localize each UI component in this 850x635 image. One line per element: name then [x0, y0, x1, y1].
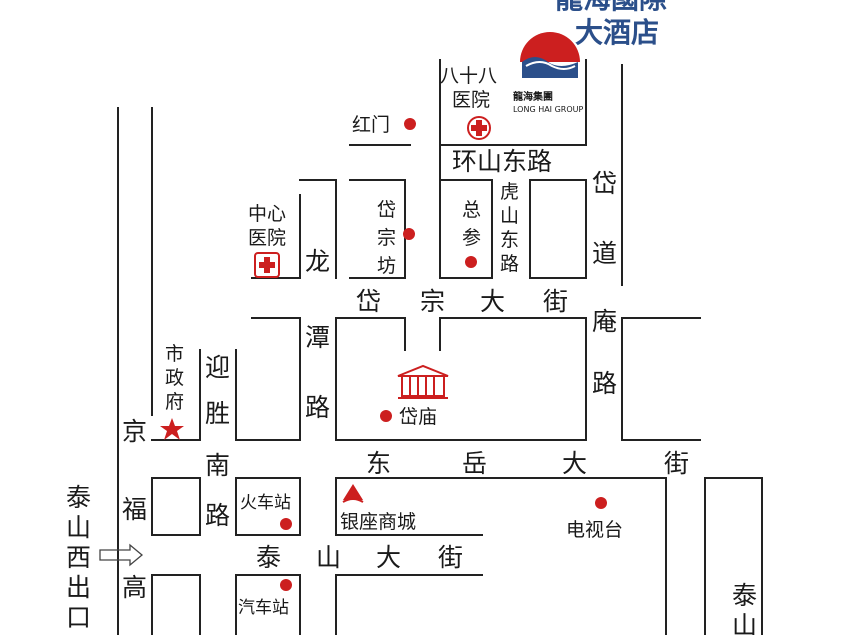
- street-char: 迎: [205, 353, 230, 382]
- street-char: 岳: [462, 449, 487, 478]
- poi-label: 电视台: [566, 519, 623, 541]
- street-dongyue-street: 东 岳 大 街: [366, 449, 689, 478]
- street-char: 山: [732, 611, 757, 635]
- street-char: 泰: [732, 581, 757, 610]
- street-char: 出: [66, 573, 91, 602]
- hospital-cross-icon: [467, 116, 491, 140]
- street-daizong-street: 岱 宗 大 街: [356, 287, 568, 316]
- street-char: 东: [500, 229, 519, 251]
- street-char: 宗: [420, 287, 445, 316]
- location-dot-icon: [380, 410, 392, 422]
- street-char: 泰: [256, 543, 281, 572]
- poi-center-hospital[interactable]: 中心 医院: [248, 203, 286, 278]
- sun-wave-logo-icon: [520, 32, 580, 78]
- poi-label: 医院: [248, 227, 286, 249]
- street-char: 路: [500, 253, 519, 275]
- poi-daizongfang[interactable]: 岱 宗 坊: [377, 199, 415, 277]
- street-char: 路: [305, 393, 330, 422]
- location-dot-icon: [465, 256, 477, 268]
- poi-zongcan[interactable]: 总 参: [462, 199, 481, 268]
- hospital-cross-icon: [254, 252, 280, 278]
- street-char: 街: [543, 287, 568, 316]
- hotel-logo[interactable]: 龍海集團 LONG HAI GROUP 龍海國際 大酒店: [513, 0, 667, 114]
- street-char: 大: [376, 543, 401, 572]
- arrow-right-icon: [99, 543, 144, 567]
- poi-label: 岱: [377, 199, 396, 221]
- poi-label: 市: [165, 343, 184, 365]
- location-dot-icon: [403, 228, 415, 240]
- taishan-west-exit: 泰 山 西 出 口: [66, 483, 91, 632]
- poi-tv-station[interactable]: 电视台: [566, 497, 623, 541]
- mall-logo-icon: [342, 484, 364, 503]
- street-char: 胜: [205, 399, 230, 428]
- street-char: 泰: [66, 483, 91, 512]
- street-char: 龙: [305, 247, 330, 276]
- location-dot-icon: [595, 497, 607, 509]
- poi-city-gov[interactable]: 市 政 府: [160, 343, 184, 440]
- street-char: 岱: [356, 287, 381, 316]
- poi-label: 宗: [377, 227, 396, 249]
- poi-label: 医院: [452, 89, 490, 111]
- street-yingsheng-south-road: 迎 胜 南 路: [205, 353, 230, 530]
- temple-icon: [397, 364, 449, 399]
- street-char: 庵: [592, 307, 617, 336]
- poi-label: 汽车站: [238, 598, 289, 618]
- poi-dai-temple[interactable]: 岱庙: [380, 364, 449, 428]
- street-char: 街: [664, 449, 689, 478]
- poi-bus-station[interactable]: 汽车站: [238, 579, 292, 618]
- street-char: 山: [66, 513, 91, 542]
- street-char: 口: [66, 603, 91, 632]
- street-huashan-east-road: 虎 山 东 路: [500, 181, 519, 275]
- poi-label: 参: [462, 227, 481, 249]
- poi-label: 坊: [377, 255, 396, 277]
- street-char: 大: [562, 449, 587, 478]
- poi-label: 红门: [352, 114, 390, 136]
- location-dot-icon: [280, 579, 292, 591]
- street-char: 山: [316, 543, 341, 572]
- location-dot-icon: [280, 518, 292, 530]
- street-char: 路: [205, 501, 230, 530]
- poi-train-station[interactable]: 火车站: [240, 493, 292, 530]
- street-char: 街: [438, 543, 463, 572]
- logo-text: 龍海集團: [513, 90, 553, 103]
- street-taishan-street: 泰 山 大 街: [256, 543, 463, 572]
- poi-label: 府: [165, 391, 184, 413]
- street-char: 福: [122, 495, 147, 524]
- poi-label: 八十八: [440, 65, 497, 87]
- poi-label: 政: [165, 367, 184, 389]
- street-char: 山: [500, 205, 519, 227]
- street-char: 南: [205, 451, 230, 480]
- poi-label: 中心: [248, 203, 286, 225]
- street-char: 道: [592, 239, 617, 268]
- poi-label: 银座商城: [340, 511, 416, 533]
- street-char: 岱: [592, 169, 617, 198]
- hotel-name-line2: 大酒店: [575, 16, 659, 49]
- poi-label: 总: [462, 199, 481, 221]
- street-char: 路: [592, 369, 617, 398]
- poi-label: 岱庙: [399, 406, 437, 428]
- street-char: 西: [66, 543, 91, 572]
- street-longtan-road: 龙 潭 路: [305, 247, 330, 422]
- hotel-name-line1: 龍海國際: [555, 0, 667, 15]
- street-taishan-right: 泰 山: [732, 581, 757, 635]
- street-char: 东: [366, 449, 391, 478]
- poi-label: 火车站: [240, 493, 291, 513]
- street-char: 大: [480, 287, 505, 316]
- location-dot-icon: [404, 118, 416, 130]
- street-char: 京: [122, 417, 147, 446]
- street-daidao-an-road: 岱 道 庵 路: [592, 169, 617, 398]
- street-jingfugao: 京 福 高: [122, 417, 147, 602]
- poi-hospital-88[interactable]: 八十八 医院: [440, 65, 497, 140]
- street-huanshan-east-road: 环山东路: [452, 147, 552, 176]
- poi-yinzuo-mall[interactable]: 银座商城: [340, 484, 416, 533]
- street-char: 高: [122, 573, 147, 602]
- star-icon: [160, 418, 184, 440]
- poi-hongmen[interactable]: 红门: [352, 114, 416, 136]
- logo-sub: LONG HAI GROUP: [513, 105, 583, 114]
- street-char: 潭: [305, 323, 330, 352]
- street-char: 虎: [500, 181, 519, 203]
